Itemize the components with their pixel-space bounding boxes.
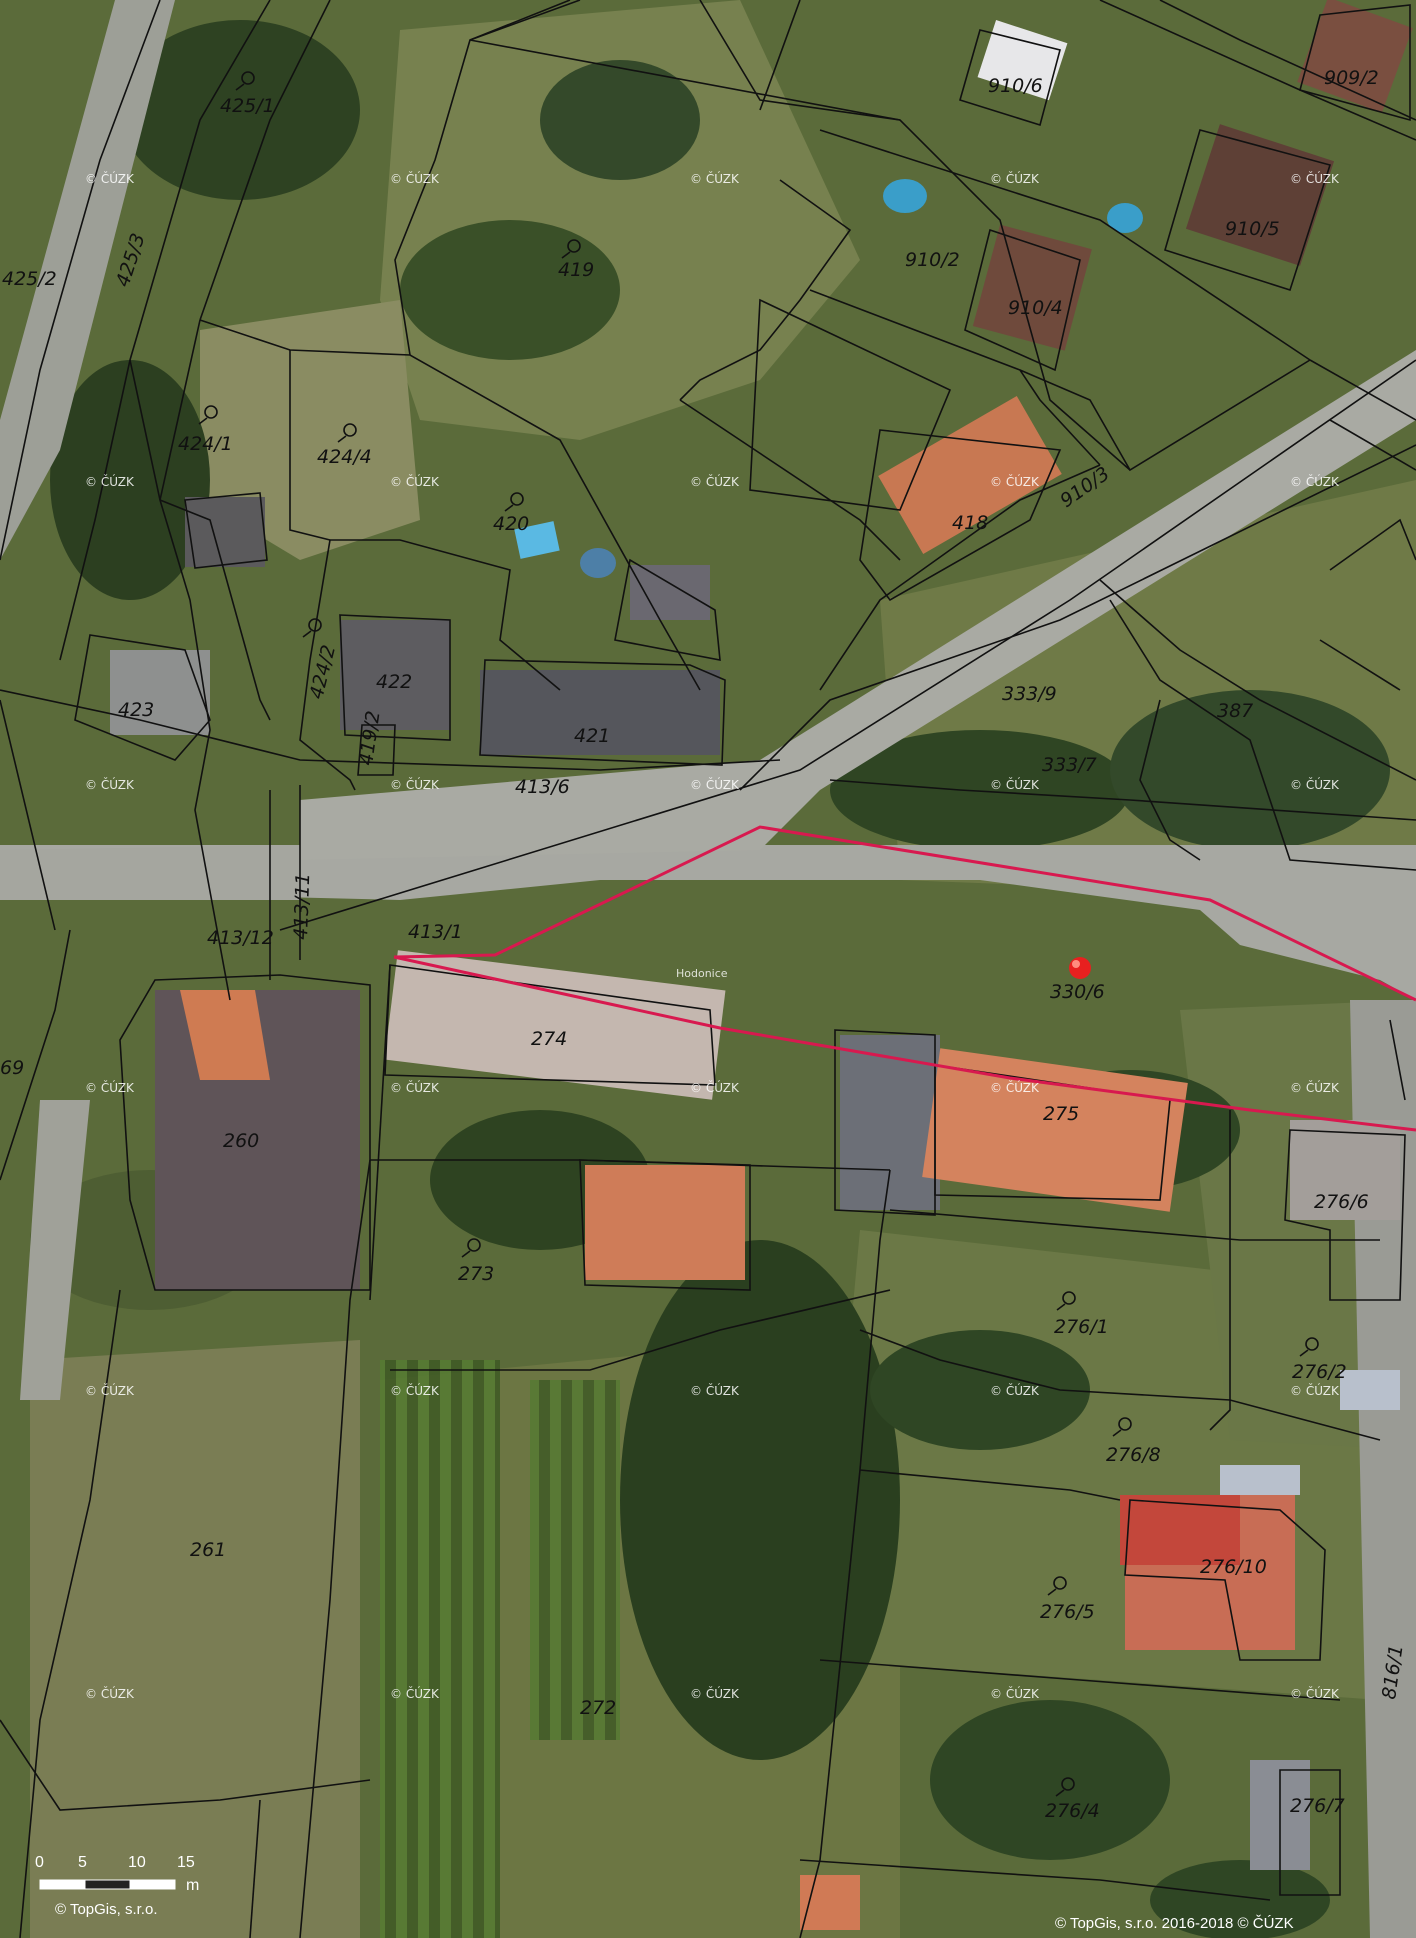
parcel-label: 910/4 (1008, 297, 1063, 319)
parcel-symbols (198, 71, 1319, 1797)
watermark-text: © ČÚZK (85, 1686, 135, 1701)
parcel-label: 276/4 (1045, 1800, 1100, 1822)
location-pin-icon[interactable] (1069, 957, 1091, 979)
parcel-label: 425/1 (220, 95, 275, 117)
watermark-text: © ČÚZK (1290, 777, 1340, 792)
watermark-text: © ČÚZK (390, 1383, 440, 1398)
watermark-text: © ČÚZK (85, 1080, 135, 1095)
parcel-label: 274 (531, 1028, 567, 1050)
place-name: Hodonice (676, 967, 728, 980)
parcel-label: 276/1 (1054, 1316, 1109, 1338)
watermark-text: © ČÚZK (990, 1383, 1040, 1398)
watermark-text: © ČÚZK (1290, 1686, 1340, 1701)
parcel-label: 276/2 (1292, 1361, 1347, 1383)
watermark-text: © ČÚZK (690, 1686, 740, 1701)
parcel-label: 910/5 (1225, 218, 1280, 240)
copyright-left: © TopGis, s.r.o. (55, 1901, 157, 1918)
scale-tick-label: 0 (35, 1854, 44, 1871)
parcel-label: 275 (1043, 1103, 1079, 1125)
parcel-label: 276/8 (1106, 1444, 1161, 1466)
watermark-text: © ČÚZK (85, 171, 135, 186)
parcel-label: 418 (952, 512, 988, 534)
parcel-label: 387 (1217, 700, 1253, 722)
watermark-text: © ČÚZK (690, 1383, 740, 1398)
scale-unit: m (186, 1877, 199, 1894)
parcel-label: 413/12 (207, 927, 274, 949)
watermark-text: © ČÚZK (390, 1080, 440, 1095)
watermark-text: © ČÚZK (990, 1686, 1040, 1701)
parcel-label: 276/10 (1200, 1556, 1267, 1578)
scale-bar: 0 5 10 15 m © TopGis, s.r.o. (35, 1854, 199, 1918)
watermark-text: © ČÚZK (390, 474, 440, 489)
watermark-text: © ČÚZK (390, 171, 440, 186)
watermark-text: © ČÚZK (85, 474, 135, 489)
watermark-text: © ČÚZK (990, 171, 1040, 186)
parcel-label: 69 (0, 1057, 24, 1079)
watermark-text: © ČÚZK (690, 171, 740, 186)
watermark-layer: © ČÚZK © ČÚZK © ČÚZK © ČÚZK © ČÚZK © ČÚZK © ČÚ… (85, 171, 1340, 1701)
parcel-label: 413/1 (408, 921, 463, 943)
watermark-text: © ČÚZK (390, 777, 440, 792)
parcel-label: 910/2 (905, 249, 960, 271)
parcel-label: 422 (376, 671, 412, 693)
parcel-label: 333/9 (1002, 683, 1057, 705)
watermark-text: © ČÚZK (1290, 171, 1340, 186)
scale-tick-label: 5 (78, 1854, 87, 1871)
parcel-label: 423 (118, 699, 154, 721)
scale-tick-label: 15 (177, 1854, 195, 1871)
watermark-text: © ČÚZK (990, 474, 1040, 489)
watermark-text: © ČÚZK (1290, 474, 1340, 489)
watermark-text: © ČÚZK (85, 1383, 135, 1398)
watermark-text: © ČÚZK (990, 777, 1040, 792)
parcel-label: 413/11 (290, 873, 314, 941)
parcel-label: 419 (558, 259, 594, 281)
parcel-label: 273 (458, 1263, 494, 1285)
parcel-label: 333/7 (1042, 754, 1097, 776)
parcel-label: 421 (574, 725, 610, 747)
parcel-label: 276/6 (1314, 1191, 1369, 1213)
parcel-label: 425/2 (2, 268, 57, 290)
parcel-label: 424/1 (178, 433, 233, 455)
scale-tick-label: 10 (128, 1854, 146, 1871)
watermark-text: © ČÚZK (690, 777, 740, 792)
parcel-label: 272 (580, 1697, 616, 1719)
parcel-label: 910/6 (988, 75, 1043, 97)
parcel-label: 260 (223, 1130, 259, 1152)
parcel-label: 909/2 (1324, 67, 1379, 89)
parcel-label: 420 (493, 513, 529, 535)
watermark-text: © ČÚZK (690, 1080, 740, 1095)
watermark-text: © ČÚZK (85, 777, 135, 792)
watermark-text: © ČÚZK (690, 474, 740, 489)
selected-parcel-outline-lower (393, 955, 1416, 1132)
parcel-label: 413/6 (515, 776, 570, 798)
parcel-labels: 425/1 425/3 425/2 424/1 424/4 419 420 91… (0, 67, 1408, 1822)
parcel-label: 276/5 (1040, 1601, 1095, 1623)
copyright-right: © TopGis, s.r.o. 2016-2018 © ČÚZK (1055, 1915, 1294, 1932)
parcel-label: 261 (190, 1539, 226, 1561)
watermark-text: © ČÚZK (1290, 1080, 1340, 1095)
parcel-label: 424/4 (317, 446, 372, 468)
watermark-text: © ČÚZK (390, 1686, 440, 1701)
watermark-text: © ČÚZK (990, 1080, 1040, 1095)
selected-parcel-outline (393, 825, 1416, 1002)
parcel-label: 276/7 (1290, 1795, 1345, 1817)
watermark-text: © ČÚZK (1290, 1383, 1340, 1398)
parcel-label: 330/6 (1050, 981, 1105, 1003)
